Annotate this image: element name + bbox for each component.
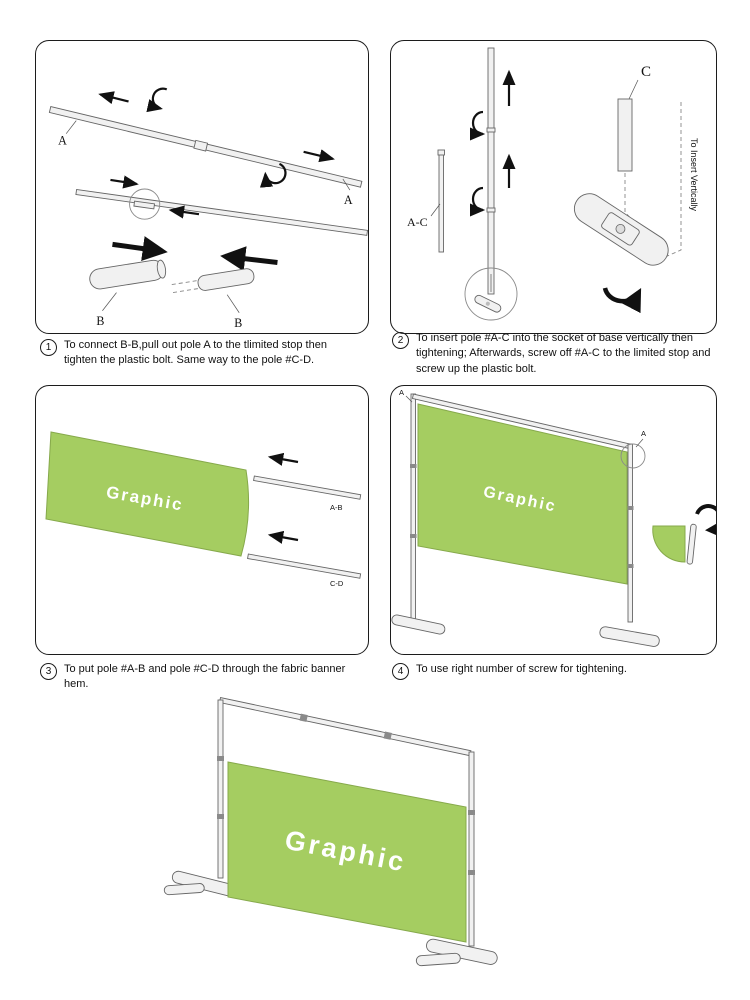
label-a-right: A xyxy=(342,178,353,207)
assembled-stand: Graphic xyxy=(148,690,628,990)
label-c: C xyxy=(628,64,651,100)
step4-panel: Graphic A A xyxy=(390,385,717,655)
fabric-banner xyxy=(227,761,467,943)
step2-number: 2 xyxy=(392,332,409,349)
step1-panel: A A xyxy=(35,40,369,334)
svg-text:A: A xyxy=(641,429,646,438)
step2-illustration: A-C C To Insert Vertically xyxy=(407,47,699,321)
pole-ab xyxy=(253,475,362,500)
pole-cd xyxy=(247,553,362,579)
top-bar xyxy=(218,697,472,757)
pole-a xyxy=(48,106,363,188)
tighten-arrow xyxy=(602,287,642,314)
pole-cd xyxy=(75,189,368,236)
thread-arrow-top xyxy=(267,452,299,466)
pole-ac-main xyxy=(487,47,495,295)
label-a-left: A xyxy=(58,120,77,148)
right-pole xyxy=(468,751,475,947)
step3-number: 3 xyxy=(40,663,57,680)
pull-and-twist-arrows-upper xyxy=(98,87,335,188)
connect-arrows-bold xyxy=(112,236,278,272)
step4-caption: 4 To use right number of screw for tight… xyxy=(392,662,722,680)
twist-arrows xyxy=(469,110,486,217)
step1-number: 1 xyxy=(40,339,57,356)
svg-text:A: A xyxy=(58,134,67,148)
svg-text:A: A xyxy=(399,388,404,397)
label-cd: C-D xyxy=(330,579,344,588)
step3-panel: Graphic A-B C-D xyxy=(35,385,369,655)
step2-caption: 2 To insert pole #A-C into the socket of… xyxy=(392,331,714,377)
left-foot xyxy=(391,614,446,635)
label-ab: A-B xyxy=(330,503,343,512)
label-a-right: A xyxy=(620,429,646,469)
svg-text:B: B xyxy=(96,314,104,328)
thread-arrow-bottom xyxy=(267,530,299,544)
step4-illustration: Graphic A A xyxy=(391,388,716,647)
left-foot xyxy=(163,870,236,897)
socket-sleeve xyxy=(617,98,633,172)
left-pole xyxy=(410,393,416,627)
fabric-corner-detail xyxy=(652,504,716,565)
svg-text:C: C xyxy=(641,64,651,80)
step1-caption: 1 To connect B-B,pull out pole A to the … xyxy=(40,338,362,369)
step3-illustration: Graphic A-B C-D xyxy=(45,431,362,588)
pull-arrows-lower xyxy=(110,175,200,219)
tube-b-right xyxy=(171,268,255,294)
step2-text: To insert pole #A-C into the socket of b… xyxy=(416,332,711,375)
assembled-stand-illustration: Graphic xyxy=(163,697,498,967)
step4-text: To use right number of screw for tighten… xyxy=(416,663,627,675)
step3-text: To put pole #A-B and pole #C-D through t… xyxy=(64,663,346,691)
right-foot xyxy=(415,938,498,967)
step4-number: 4 xyxy=(392,663,409,680)
step2-panel: A-C C To Insert Vertically xyxy=(390,40,717,334)
tube-b-left xyxy=(89,259,167,290)
bolt-detail-circle xyxy=(129,188,161,220)
left-pole xyxy=(217,699,224,879)
label-b-right: B xyxy=(226,294,242,330)
svg-text:B: B xyxy=(234,316,242,330)
step1-illustration: A A xyxy=(48,87,368,330)
right-pole xyxy=(627,443,633,623)
label-ac: A-C xyxy=(407,203,441,229)
label-b-left: B xyxy=(96,292,117,328)
step1-text: To connect B-B,pull out pole A to the tl… xyxy=(64,339,327,367)
right-foot xyxy=(599,626,660,647)
base-foot xyxy=(573,193,669,266)
fabric-banner xyxy=(45,431,250,557)
svg-text:A-C: A-C xyxy=(407,215,428,229)
tighten-arrow xyxy=(695,504,716,540)
step3-caption: 3 To put pole #A-B and pole #C-D through… xyxy=(40,662,350,693)
pole-ac-small xyxy=(437,149,445,253)
fabric-banner xyxy=(417,403,628,585)
bolt-detail xyxy=(133,200,156,210)
label-a-topleft: A xyxy=(399,388,413,403)
socket-detail-circle xyxy=(464,267,518,321)
insert-vertically-label: To Insert Vertically xyxy=(689,138,699,212)
svg-text:A: A xyxy=(344,193,353,207)
